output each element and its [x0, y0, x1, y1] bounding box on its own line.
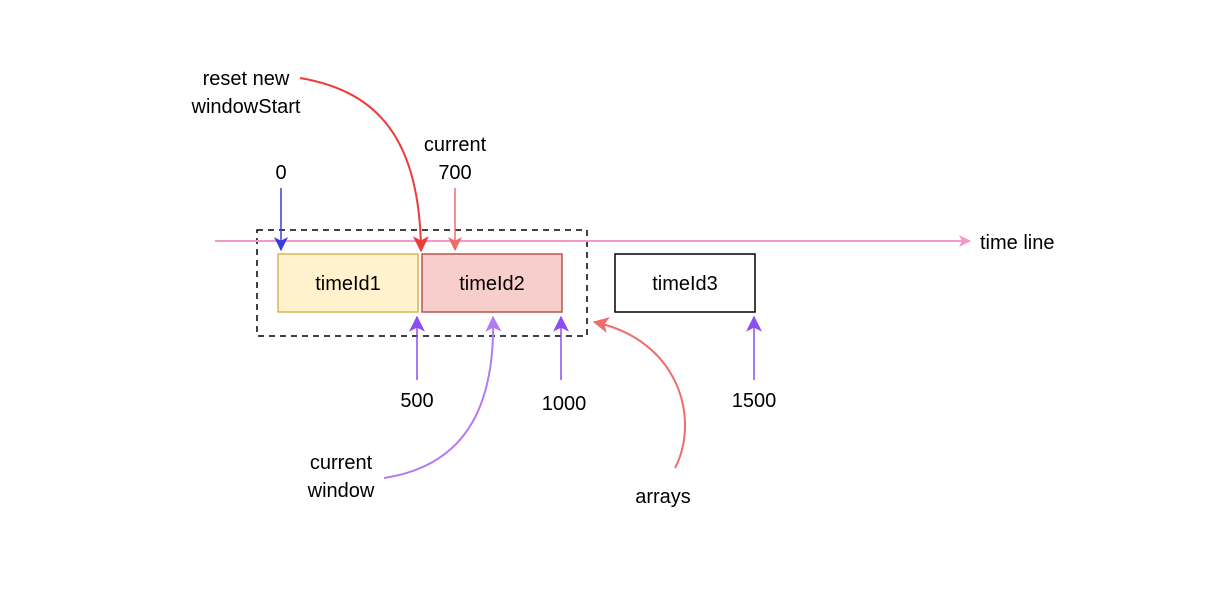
- marker-1000-label: 1000: [542, 393, 587, 415]
- current-window-frame: [256, 229, 588, 337]
- box-timeid1: [277, 253, 419, 313]
- marker-500-label: 500: [400, 390, 433, 412]
- box-timeid3: [614, 253, 756, 313]
- reset-arrow: [299, 77, 429, 253]
- arrays-arrow: [592, 317, 687, 469]
- box-timeid2-label: timeId2: [459, 273, 525, 295]
- marker-zero-label: 0: [275, 162, 286, 184]
- reset-label-line2: windowStart: [191, 96, 301, 118]
- timeline-label: time line: [980, 232, 1054, 254]
- current-window-label-line1: current: [310, 452, 373, 474]
- marker-current-label-line1: current: [424, 134, 487, 156]
- box-timeid2: [421, 253, 563, 313]
- current-window-arrow: [383, 315, 502, 479]
- marker-1500-label: 1500: [732, 390, 777, 412]
- arrays-label: arrays: [635, 486, 691, 508]
- reset-label-line1: reset new: [203, 68, 290, 90]
- current-window-label-line2: window: [307, 480, 375, 502]
- marker-current-label-line2: 700: [438, 162, 471, 184]
- box-timeid3-label: timeId3: [652, 273, 718, 295]
- box-timeid1-label: timeId1: [315, 273, 381, 295]
